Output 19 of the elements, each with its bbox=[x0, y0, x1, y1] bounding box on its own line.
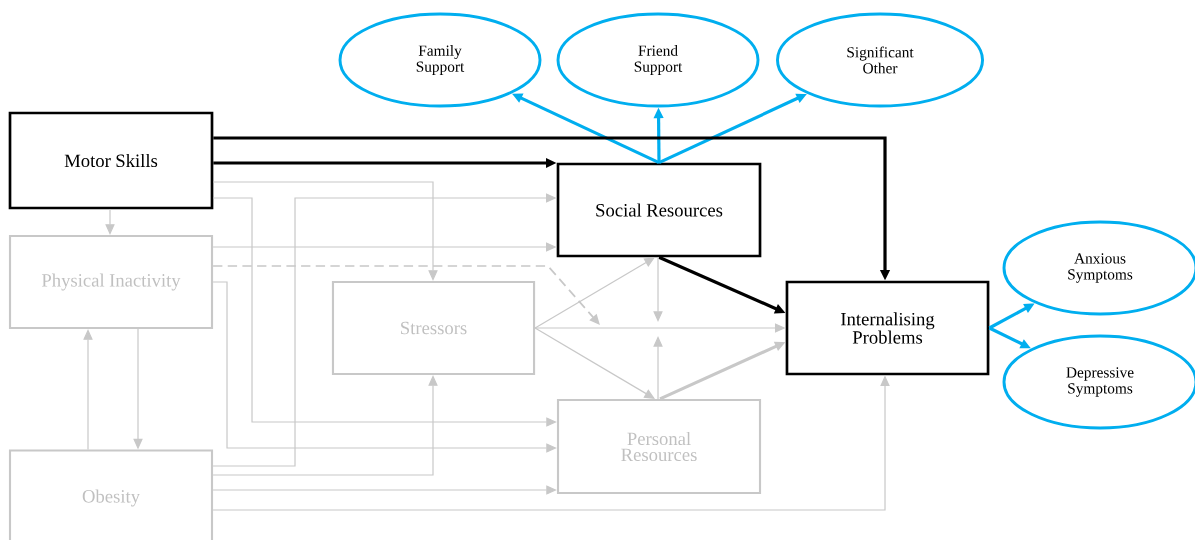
arrow bbox=[212, 375, 438, 476]
construct-box: Social Resources bbox=[556, 162, 762, 258]
arrow bbox=[83, 329, 93, 451]
arrow bbox=[105, 208, 115, 235]
arrow bbox=[212, 485, 557, 495]
construct-box: Internalising Problems bbox=[785, 280, 990, 376]
dashed-arrow bbox=[212, 265, 600, 325]
arrow bbox=[212, 181, 438, 281]
arrow bbox=[534, 327, 655, 399]
arrow bbox=[212, 281, 557, 453]
construct-box: Motor Skills bbox=[8, 111, 214, 210]
construct-box: Stressors bbox=[331, 280, 536, 376]
arrow bbox=[653, 256, 663, 322]
construct-box: Obesity bbox=[8, 449, 214, 540]
arrow bbox=[534, 257, 655, 329]
construct-box: Physical Inactivity bbox=[8, 234, 214, 330]
construct-box: Personal Resources bbox=[556, 398, 762, 495]
arrow bbox=[212, 197, 557, 427]
arrow bbox=[653, 336, 663, 400]
